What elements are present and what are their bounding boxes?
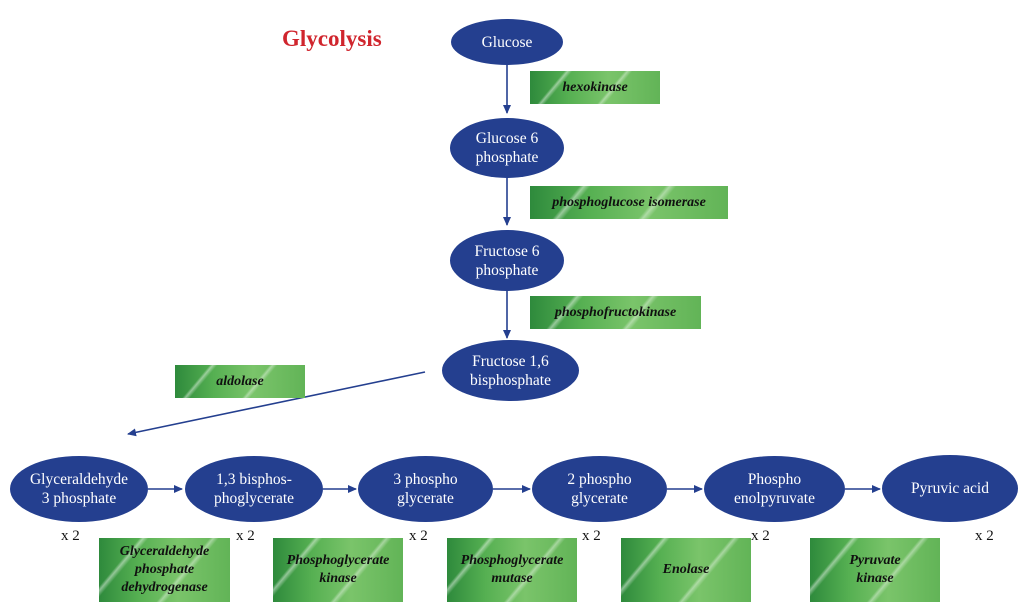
node-fructose-6-phosphate: Fructose 6 phosphate [450,230,564,291]
enzyme-g3p-dehydrogenase: Glyceraldehyde phosphate dehydrogenase [99,538,230,602]
enzyme-aldolase: aldolase [175,365,305,398]
node-glyceraldehyde-3-phosphate: Glyceraldehyde 3 phosphate [10,456,148,522]
node-2-phosphoglycerate: 2 phospho glycerate [532,456,667,522]
multiplier-glyceraldehyde-3-phosphate: x 2 [61,528,80,544]
enzyme-hexokinase: hexokinase [530,71,660,104]
node-glucose-6-phosphate: Glucose 6 phosphate [450,118,564,178]
diagram-title: Glycolysis [282,26,382,51]
multiplier-3-phosphoglycerate: x 2 [409,528,428,544]
node-3-phosphoglycerate: 3 phospho glycerate [358,456,493,522]
node-fructose-1-6-bisphosphate: Fructose 1,6 bisphosphate [442,340,579,401]
enzyme-pyruvate-kinase: Pyruvate kinase [810,538,940,602]
multiplier-phosphoenolpyruvate: x 2 [751,528,770,544]
multiplier-2-phosphoglycerate: x 2 [582,528,601,544]
node-1-3-bisphosphoglycerate: 1,3 bisphos- phoglycerate [185,456,323,522]
node-phosphoenolpyruvate: Phospho enolpyruvate [704,456,845,522]
enzyme-phosphoglycerate-kinase: Phosphoglycerate kinase [273,538,403,602]
enzyme-phosphofructokinase: phosphofructokinase [530,296,701,329]
node-pyruvic-acid: Pyruvic acid [882,455,1018,522]
enzyme-phosphoglucose-isomerase: phosphoglucose isomerase [530,186,728,219]
multiplier-1-3-bisphosphoglycerate: x 2 [236,528,255,544]
node-glucose: Glucose [451,19,563,65]
arrow-f16bp-to-g3p [127,371,426,437]
enzyme-phosphoglycerate-mutase: Phosphoglycerate mutase [447,538,577,602]
multiplier-pyruvic-acid: x 2 [975,528,994,544]
enzyme-enolase: Enolase [621,538,751,602]
